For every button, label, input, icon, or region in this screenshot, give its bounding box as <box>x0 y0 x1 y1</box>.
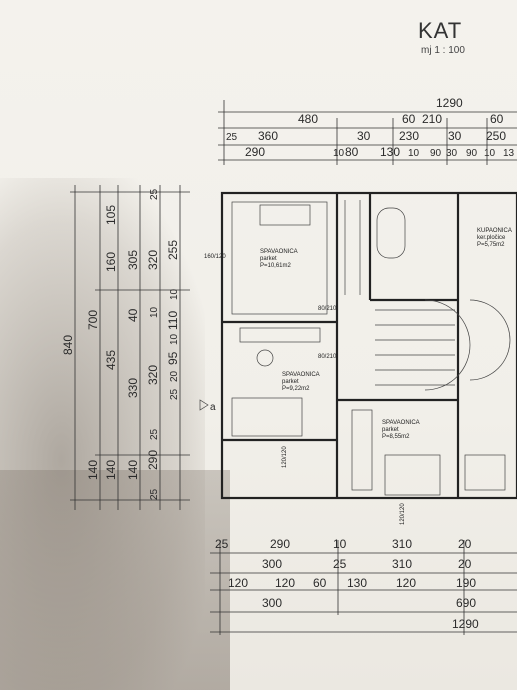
dim-left-305: 305 <box>126 250 140 270</box>
dim-left-110: 110 <box>166 311 180 330</box>
dim-left-25b: 25 <box>149 428 160 440</box>
dim-top-130: 130 <box>380 145 400 159</box>
dim-bot-300b: 300 <box>262 596 282 610</box>
dim-top-25: 25 <box>226 132 238 143</box>
room4-name: KUPAONICA <box>477 228 512 234</box>
dim-top-210: 210 <box>422 112 442 126</box>
dim-left-700: 700 <box>86 310 100 330</box>
opening-door-2: 80/210 <box>318 354 337 360</box>
dim-left-330: 330 <box>126 378 140 398</box>
room-label-4: KUPAONICA ker.pločice P=5,75m2 <box>477 228 512 248</box>
dim-left-40: 40 <box>126 308 140 322</box>
room2-name: SPAVAONICA <box>282 372 320 378</box>
dim-left-20: 20 <box>169 370 180 382</box>
dim-top-30a: 30 <box>357 129 371 143</box>
dim-bot-120a: 120 <box>228 576 248 590</box>
room4-floor: ker.pločice <box>477 235 506 241</box>
room1-name: SPAVAONICA <box>260 249 298 255</box>
room-label-1: SPAVAONICA parket P=10,61m2 <box>260 249 298 269</box>
drawing-title: KAT <box>418 18 463 43</box>
dim-top-total: 1290 <box>436 96 463 110</box>
dim-left-25c: 25 <box>149 488 160 500</box>
dim-top-80: 80 <box>345 145 359 159</box>
dim-bot-10: 10 <box>333 537 347 551</box>
photo-shadow-lower <box>0 470 230 690</box>
room3-area: P=8,55m2 <box>382 434 410 440</box>
dim-left-105: 105 <box>104 205 118 225</box>
room4-area: P=5,75m2 <box>477 242 505 248</box>
dim-left-140b: 140 <box>104 460 118 480</box>
dim-left-10b: 10 <box>169 288 180 300</box>
opening-window-3: 120/120 <box>400 503 406 525</box>
dim-top-10b: 10 <box>408 148 420 159</box>
dim-top-90a: 90 <box>430 148 442 159</box>
dim-left-160: 160 <box>104 252 118 272</box>
dim-left-25d: 25 <box>169 388 180 400</box>
dim-bot-190: 190 <box>456 576 476 590</box>
dim-left-95: 95 <box>166 351 180 365</box>
dim-left-140a: 140 <box>86 460 100 480</box>
dim-left-140c: 140 <box>126 460 140 480</box>
dim-bot-290: 290 <box>270 537 290 551</box>
dim-bot-120c: 120 <box>396 576 416 590</box>
dim-left-25a: 25 <box>149 188 160 200</box>
dim-top-10c: 10 <box>484 148 496 159</box>
opening-door-1: 80/210 <box>318 306 337 312</box>
dim-top-290: 290 <box>245 145 265 159</box>
room3-name: SPAVAONICA <box>382 420 420 426</box>
dim-bot-310a: 310 <box>392 537 412 551</box>
dim-bot-130: 130 <box>347 576 367 590</box>
dim-top-13: 13 <box>503 148 515 159</box>
dim-bot-310b: 310 <box>392 557 412 571</box>
room2-floor: parket <box>282 379 299 385</box>
dim-left-840: 840 <box>61 335 75 355</box>
dim-top-480: 480 <box>298 112 318 126</box>
dim-top-90b: 90 <box>466 148 478 159</box>
room3-floor: parket <box>382 427 399 433</box>
opening-window-1: 160/120 <box>204 254 226 260</box>
room1-area: P=10,61m2 <box>260 263 292 269</box>
dim-left-10c: 10 <box>169 333 180 345</box>
room-label-2: SPAVAONICA parket P=9,22m2 <box>282 372 320 392</box>
dim-top-60b: 60 <box>490 112 504 126</box>
dim-left-10: 10 <box>149 306 160 318</box>
room1-floor: parket <box>260 256 277 262</box>
dim-top-10a: 10 <box>333 148 345 159</box>
section-marker: a <box>210 402 216 413</box>
dim-left-255: 255 <box>166 240 180 260</box>
drawing-scale: mj 1 : 100 <box>421 45 465 56</box>
dim-bot-120b: 120 <box>275 576 295 590</box>
dim-top-30c: 30 <box>446 148 458 159</box>
dim-bot-20b: 20 <box>458 557 472 571</box>
opening-window-2: 120/120 <box>282 446 288 468</box>
dim-left-320a: 320 <box>146 250 160 270</box>
dim-left-320b: 320 <box>146 365 160 385</box>
dim-bot-20a: 20 <box>458 537 472 551</box>
dim-top-360: 360 <box>258 129 278 143</box>
dim-bot-25b: 25 <box>333 557 347 571</box>
dim-top-230: 230 <box>399 129 419 143</box>
dim-top-60a: 60 <box>402 112 416 126</box>
room2-area: P=9,22m2 <box>282 386 310 392</box>
room-label-3: SPAVAONICA parket P=8,55m2 <box>382 420 420 440</box>
dim-bot-300a: 300 <box>262 557 282 571</box>
dim-top-250: 250 <box>486 129 506 143</box>
dim-left-435: 435 <box>104 350 118 370</box>
dim-bot-690: 690 <box>456 596 476 610</box>
dim-bot-60: 60 <box>313 576 327 590</box>
dim-bot-1290: 1290 <box>452 617 479 631</box>
dim-top-30b: 30 <box>448 129 462 143</box>
dim-bot-25: 25 <box>215 537 229 551</box>
dim-left-290: 290 <box>146 450 160 470</box>
